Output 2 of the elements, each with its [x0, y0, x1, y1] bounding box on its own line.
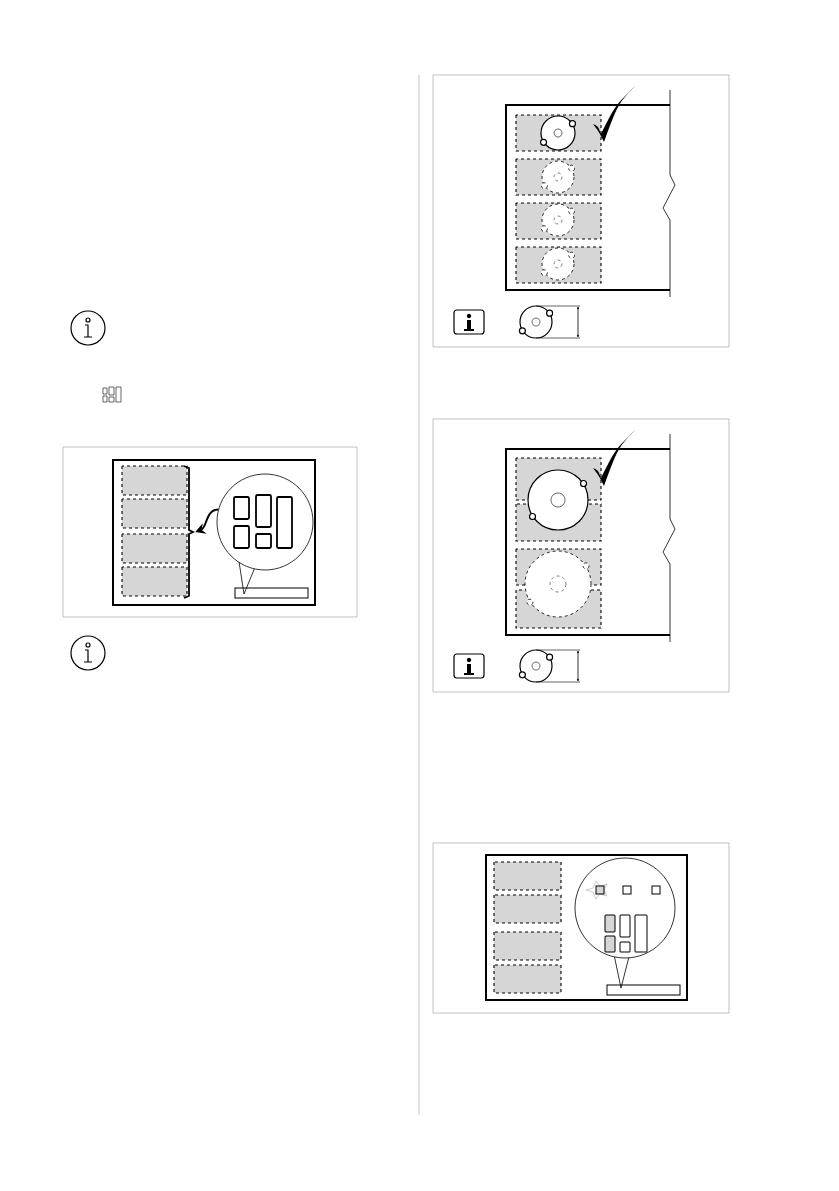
display-bubble	[216, 473, 314, 571]
bracket	[183, 465, 195, 599]
